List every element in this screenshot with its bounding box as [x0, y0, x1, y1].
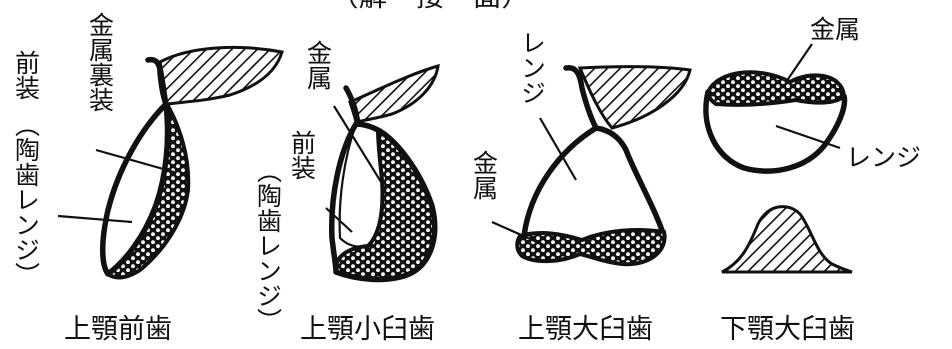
metal-cap [705, 70, 847, 107]
caption-upper-anterior: 上顎前歯 [64, 314, 172, 345]
label-metal: 金属 [470, 150, 499, 200]
facing-inner [338, 123, 384, 248]
label-facing: 前装 [288, 130, 317, 180]
leader-facing [57, 214, 133, 224]
label-facing: 前装 [12, 50, 41, 100]
root-line [343, 85, 361, 127]
header-partial: （解 接 面） [330, 0, 530, 12]
resin-body [703, 89, 848, 174]
ridge-hatch [721, 205, 853, 274]
figure-upper-anterior: 金属裏装 前装 （陶歯レンジ） 上顎前歯 [12, 12, 284, 345]
leader-metal [785, 43, 813, 83]
label-metal: 金属 [810, 15, 860, 44]
figure-lower-molar: 金属 レンジ 下顎大臼歯 [703, 15, 921, 345]
label-resin: レンジ [846, 143, 921, 172]
leader-resin [775, 124, 841, 150]
leader-facing [325, 207, 353, 233]
caption-lower-molar: 下顎大臼歯 [720, 314, 855, 345]
metal-backing [104, 105, 191, 280]
gingiva-hatch [348, 63, 440, 124]
label-resin: レンジ [518, 30, 547, 105]
root-line [145, 56, 169, 107]
gingiva-hatch [577, 65, 692, 130]
leader-metal-backing [95, 148, 175, 174]
figure-upper-molar: レンジ 金属 上顎大臼歯 [470, 30, 692, 345]
label-metal: 金属 [304, 40, 333, 90]
leader-metal [333, 105, 387, 191]
figure-upper-premolar: 金属 前装 （陶歯レンジ） 上顎小臼歯 [254, 40, 440, 345]
facing-outline [99, 101, 171, 277]
facing-outline [328, 121, 438, 283]
label-facing-note: （陶歯レンジ） [12, 112, 41, 287]
metal-band [515, 228, 667, 267]
caption-upper-molar: 上顎大臼歯 [518, 314, 653, 345]
label-facing-note: （陶歯レンジ） [254, 158, 283, 333]
label-metal-backing: 金属裏装 [86, 12, 115, 112]
root-line [563, 64, 599, 131]
gingiva-hatch [158, 45, 284, 106]
caption-upper-premolar: 上顎小臼歯 [300, 314, 435, 345]
leader-resin [539, 117, 577, 181]
leader-metal [491, 220, 547, 248]
metal-body [333, 126, 437, 282]
